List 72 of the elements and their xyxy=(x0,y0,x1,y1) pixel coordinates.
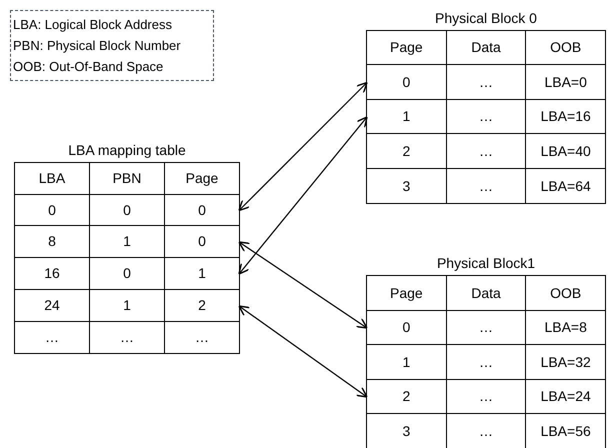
cell-text: … xyxy=(479,107,493,126)
cell-text: LBA=24 xyxy=(540,387,591,406)
cell-text: … xyxy=(479,176,493,196)
definition-text: LBA: Logical Block Address xyxy=(13,16,173,34)
cell-text: 0 xyxy=(402,318,410,337)
cell-text: LBA=64 xyxy=(540,176,591,196)
cell-text: LBA=56 xyxy=(540,422,591,440)
column-header: Page xyxy=(390,284,423,303)
cell-text: 0 xyxy=(123,264,131,283)
table-row xyxy=(15,195,239,226)
double-arrow xyxy=(238,116,368,275)
table-title: LBA mapping table xyxy=(68,141,186,160)
column-header: Page xyxy=(390,38,423,57)
cell-text: 24 xyxy=(44,296,60,315)
definition-text: OOB: Out-Of-Band Space xyxy=(13,58,164,76)
cell-text: 3 xyxy=(402,176,410,196)
cell-text: 0 xyxy=(123,200,131,220)
table-row xyxy=(367,380,605,414)
cell-text: 1 xyxy=(198,264,206,283)
cell-text: LBA=8 xyxy=(544,318,587,337)
cell-text: 1 xyxy=(402,352,410,372)
table-row xyxy=(367,65,605,100)
double-arrow xyxy=(238,82,368,212)
cell-text: LBA=32 xyxy=(540,352,591,372)
column-header: PBN xyxy=(112,169,142,188)
cell-text: … xyxy=(45,328,59,347)
table-row xyxy=(367,276,605,311)
cell-text: LBA=16 xyxy=(540,107,591,126)
cell-text: 2 xyxy=(402,387,410,406)
table-row xyxy=(15,163,239,195)
table-title: Physical Block1 xyxy=(436,254,536,273)
cell-text: … xyxy=(195,328,209,347)
cell-text: … xyxy=(479,422,493,440)
column-header: OOB xyxy=(550,284,582,302)
table-row xyxy=(367,134,605,169)
cell-text: 0 xyxy=(48,200,56,220)
cell-text: 2 xyxy=(198,296,206,315)
cell-text: … xyxy=(479,142,493,160)
cell-text: 0 xyxy=(198,232,206,251)
table-row xyxy=(15,226,239,258)
cell-text: 1 xyxy=(123,232,131,251)
cell-text: … xyxy=(479,72,493,92)
cell-text: LBA=0 xyxy=(544,72,587,92)
double-arrow xyxy=(238,305,368,398)
definition-text: PBN: Physical Block Number xyxy=(13,37,182,55)
cell-text: 1 xyxy=(402,107,410,126)
cell-text: 16 xyxy=(44,264,60,283)
table-row xyxy=(367,345,605,380)
table-row xyxy=(367,311,605,345)
cell-text: … xyxy=(120,328,134,347)
cell-text: 0 xyxy=(198,200,206,220)
cell-text: 2 xyxy=(402,142,410,160)
column-header: LBA xyxy=(38,169,66,188)
cell-text: 8 xyxy=(48,232,56,251)
column-header: Data xyxy=(471,284,501,302)
table-row xyxy=(15,290,239,322)
cell-text: … xyxy=(479,318,493,337)
double-arrow xyxy=(238,241,368,329)
legend-box xyxy=(10,10,214,81)
cell-text: … xyxy=(479,387,493,406)
cell-text: 1 xyxy=(123,296,131,315)
column-header: Data xyxy=(471,38,501,57)
column-header: OOB xyxy=(550,38,582,57)
column-header: Page xyxy=(186,169,218,188)
table-row xyxy=(15,258,239,290)
table-row xyxy=(367,31,605,65)
table-row xyxy=(367,100,605,134)
cell-text: 0 xyxy=(402,72,410,92)
cell-text: … xyxy=(479,352,493,372)
table-title: Physical Block 0 xyxy=(435,9,537,28)
cell-text: LBA=40 xyxy=(540,142,591,160)
cell-text: 3 xyxy=(402,422,410,440)
